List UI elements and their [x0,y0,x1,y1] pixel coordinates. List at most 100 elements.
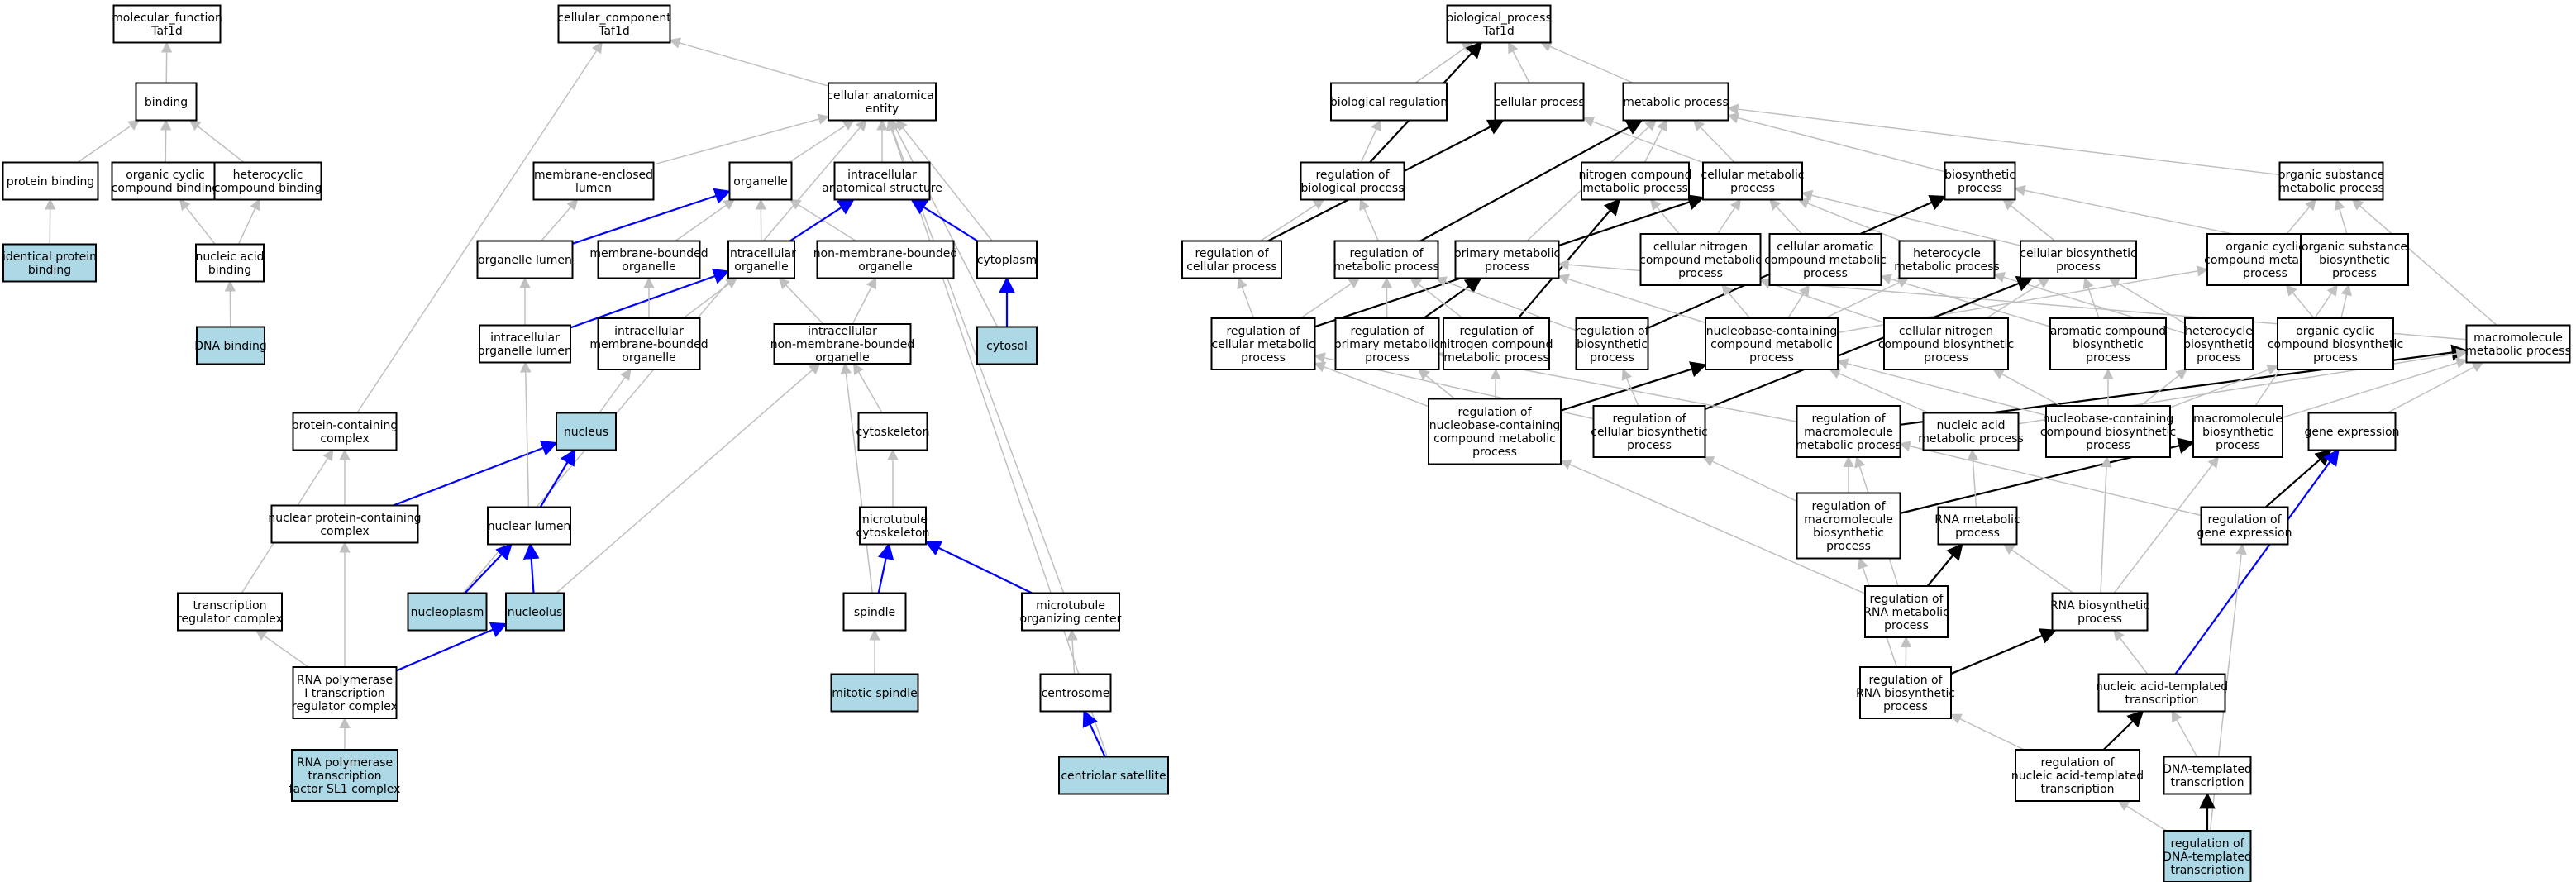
term-node-nuclumen[interactable]: nuclear lumen [487,506,571,546]
term-node-cytosol[interactable]: cytosol [976,326,1038,365]
term-node-protbind[interactable]: protein binding [2,161,99,201]
term-node-dnabind[interactable]: DNA binding [194,326,267,365]
term-node-orglumen[interactable]: organelle lumen [476,240,574,279]
edge-regcellmet-to-regcellproc [1237,277,1255,319]
term-box [1864,585,1949,638]
term-box [2049,317,2167,370]
term-box [195,243,265,283]
term-node-nucleus[interactable]: nucleus [556,412,617,451]
term-node-metproc[interactable]: metabolic process [1622,82,1729,122]
term-node-cytoplasm[interactable]: cytoplasm [976,240,1038,279]
term-node-mitspindle[interactable]: mitotic spindle [830,673,919,713]
term-node-nucleolus[interactable]: nucleolus [505,592,565,632]
term-label: metabolic process [1623,96,1729,109]
term-node-cellproc[interactable]: cellular process [1494,82,1585,122]
term-node-spindle[interactable]: spindle [842,592,907,632]
term-box [1428,398,1562,465]
edge-regrnamet-to-regnbcmet [1559,459,1866,594]
term-node-geneexpr[interactable]: gene expression [2305,412,2400,451]
term-node-organelle[interactable]: organelle [728,161,793,201]
term-label: nucleoplasm [411,606,484,619]
term-box [2307,412,2397,451]
term-node-bioreg[interactable]: biological regulation [1330,82,1448,122]
term-node-cytoskel[interactable]: cytoskeleton [856,412,930,451]
edge-regnatx-to-regrnabiosyn [1949,713,2025,751]
term-box [111,161,220,201]
term-node-binding[interactable]: binding [135,82,198,122]
edge-cae-to-cc [669,37,829,87]
term-box [1446,4,1552,44]
term-label: cellular process [1494,96,1584,109]
term-node-centrosome[interactable]: centrosome [1039,673,1112,713]
term-node-nucleoplasm[interactable]: nucleoplasm [407,592,488,632]
term-label: nuclear lumen [488,520,571,533]
term-node-centsat[interactable]: centriolar satellite [1058,756,1169,795]
term-box [1443,317,1550,370]
